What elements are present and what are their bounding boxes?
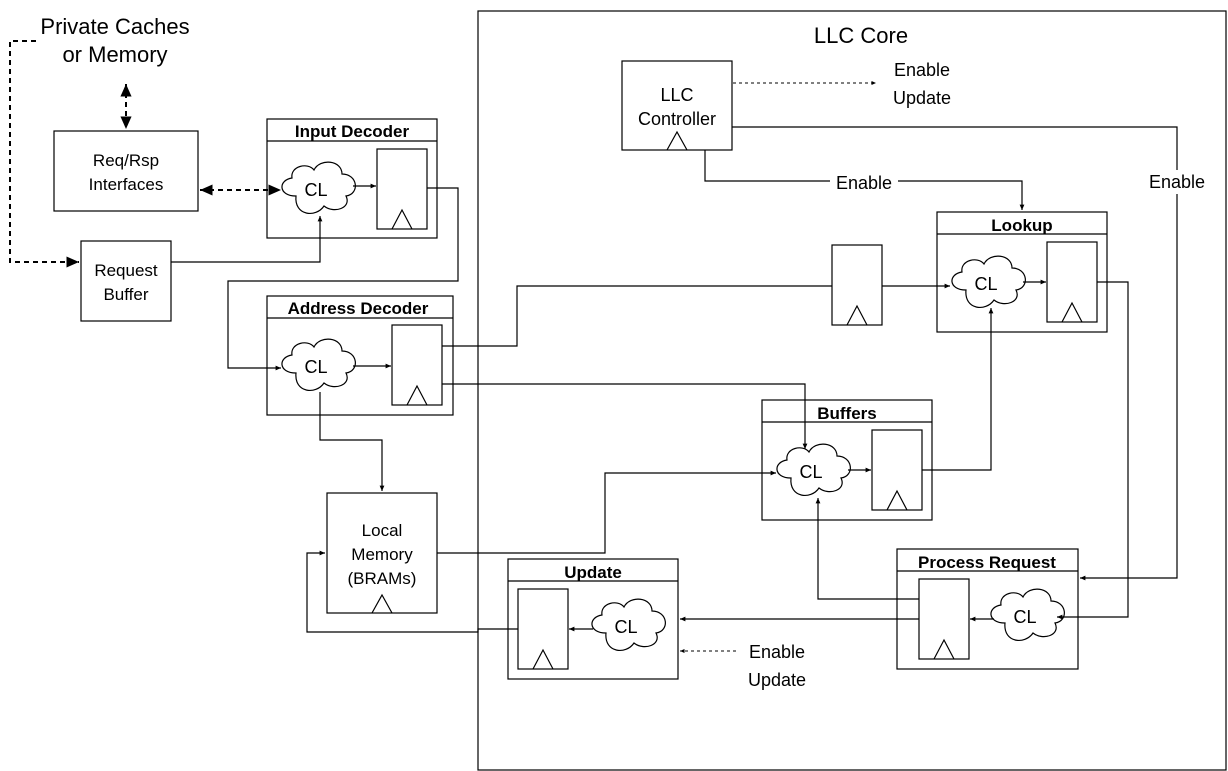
register-icon: [517, 588, 569, 670]
local-memory-label-line2: Memory: [351, 545, 413, 564]
clock-triangle-icon: [886, 489, 908, 511]
connection-local-memory-buffers: [437, 470, 776, 554]
process-request-title: Process Request: [918, 553, 1056, 572]
clock-triangle-icon: [933, 638, 955, 660]
lookup-block: Lookup CL: [936, 211, 1108, 333]
clock-triangle-icon: [391, 208, 413, 230]
buffers-block: Buffers CL: [761, 399, 933, 521]
llc-controller-block: LLC Controller: [621, 60, 733, 151]
enable-label-lookup: Enable: [836, 173, 892, 193]
connection-update-local-memory: [306, 550, 518, 633]
llc-controller-label-line2: Controller: [638, 109, 716, 129]
connection-lookup-process: [1057, 281, 1129, 620]
connection-address-local-memory: [319, 392, 385, 491]
clock-triangle-icon: [371, 593, 393, 614]
clock-triangle-icon: [406, 384, 428, 406]
pipeline-register: [831, 244, 883, 326]
private-caches-label-line2: or Memory: [62, 42, 167, 67]
local-memory-label-line3: (BRAMs): [348, 569, 417, 588]
connection-request-buffer-input-cl: [171, 216, 323, 263]
clock-triangle-icon: [666, 130, 688, 151]
clock-triangle-icon: [1061, 301, 1083, 323]
register-icon: [391, 324, 443, 406]
register-icon: [918, 578, 970, 660]
address-decoder-block: Address Decoder CL: [266, 295, 454, 416]
update-label-controller: Update: [893, 88, 951, 108]
enable-label-process: Enable: [1149, 172, 1205, 192]
register-icon: [376, 148, 428, 230]
connection-process-buffers: [815, 498, 919, 600]
local-memory-label-line1: Local: [362, 521, 403, 540]
connection-buffers-lookup: [922, 308, 994, 471]
request-buffer-block: Request Buffer: [80, 240, 172, 322]
connection-caches-request-buffer: [9, 40, 79, 268]
connection-input-address: [227, 187, 459, 371]
private-caches-label-line1: Private Caches: [40, 14, 189, 39]
request-buffer-label-line1: Request: [94, 261, 158, 280]
llc-controller-label-line1: LLC: [660, 85, 693, 105]
request-buffer-label-line2: Buffer: [103, 285, 148, 304]
cl-label: CL: [974, 274, 997, 294]
connection-address-buffers: [442, 383, 808, 449]
reqrsp-label-line1: Req/Rsp: [93, 151, 159, 170]
update-title: Update: [564, 563, 622, 582]
cl-label: CL: [799, 462, 822, 482]
address-decoder-title: Address Decoder: [288, 299, 429, 318]
enable-label-update: Enable: [749, 642, 805, 662]
cl-label: CL: [304, 357, 327, 377]
input-decoder-title: Input Decoder: [295, 122, 410, 141]
process-request-block: Process Request CL: [896, 548, 1079, 670]
connection-controller-process: [732, 126, 1178, 581]
local-memory-block: Local Memory (BRAMs): [326, 492, 438, 614]
update-block: Update CL: [507, 558, 679, 680]
register-icon: [831, 244, 883, 326]
cl-label: CL: [1013, 607, 1036, 627]
buffers-title: Buffers: [817, 404, 877, 423]
enable-label-controller: Enable: [894, 60, 950, 80]
register-icon: [1046, 241, 1098, 323]
lookup-title: Lookup: [991, 216, 1052, 235]
llc-core-title: LLC Core: [814, 23, 908, 48]
reqrsp-interfaces-block: Req/Rsp Interfaces: [53, 130, 199, 212]
input-decoder-block: Input Decoder CL: [266, 118, 438, 239]
connection-address-lookup: [442, 285, 832, 347]
clock-triangle-icon: [846, 304, 868, 326]
cl-label: CL: [304, 180, 327, 200]
register-icon: [871, 429, 923, 511]
cl-label: CL: [614, 617, 637, 637]
reqrsp-label-line2: Interfaces: [89, 175, 164, 194]
update-label-update: Update: [748, 670, 806, 690]
clock-triangle-icon: [532, 648, 554, 670]
